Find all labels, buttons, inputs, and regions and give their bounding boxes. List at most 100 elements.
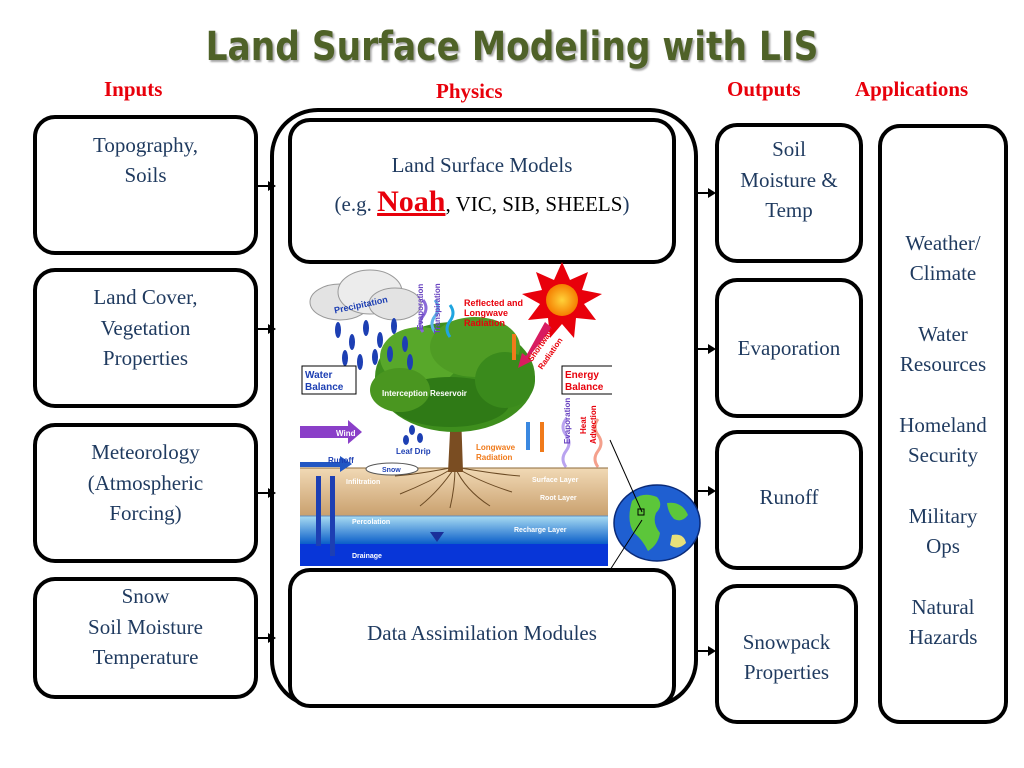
drainage-band bbox=[300, 544, 608, 566]
label-root-layer: Root Layer bbox=[540, 495, 577, 502]
longwave-arrow-2 bbox=[526, 422, 530, 450]
label-reflected-longwave: Longwave bbox=[464, 308, 508, 318]
output-box-runoff: Runoff bbox=[715, 430, 863, 570]
input-line: Temperature bbox=[92, 645, 199, 670]
lsm-box: Land Surface Models (e.g. Noah, VIC, SIB… bbox=[288, 118, 676, 264]
label-transpiration: Transpiration bbox=[433, 283, 442, 334]
header-inputs: Inputs bbox=[104, 77, 163, 101]
label-reflected: Reflected and bbox=[464, 298, 523, 308]
cloud-icon bbox=[309, 269, 422, 321]
input-line: Meteorology bbox=[91, 440, 200, 465]
page-title: Land Surface Modeling with LIS bbox=[205, 24, 819, 70]
input-line: Soils bbox=[124, 163, 167, 187]
label-snow: Snow bbox=[382, 467, 401, 474]
input-line: Vegetation bbox=[100, 315, 191, 340]
label-wind: Wind bbox=[336, 429, 356, 438]
infiltration-arrow bbox=[316, 476, 321, 546]
arrow-output-4 bbox=[698, 646, 716, 656]
label-energy-balance-1: Energy bbox=[565, 370, 599, 381]
input-line: Land Cover, bbox=[93, 285, 198, 310]
arrow-input-4 bbox=[258, 633, 276, 643]
output-line: Evaporation bbox=[737, 335, 841, 360]
lsm-title: Land Surface Models bbox=[391, 153, 573, 178]
da-box: Data Assimilation Modules bbox=[288, 568, 676, 708]
arrow-input-2 bbox=[258, 324, 276, 334]
input-line: (Atmospheric bbox=[87, 470, 204, 495]
arrow-output-2 bbox=[698, 344, 716, 354]
input-line: Forcing) bbox=[109, 501, 182, 526]
input-line: Topography, bbox=[92, 132, 199, 157]
label-runoff: Runoff bbox=[328, 456, 354, 465]
arrow-input-1 bbox=[258, 181, 276, 191]
header-outputs: Outputs bbox=[727, 77, 801, 101]
label-evaporation-2: Evaporation bbox=[563, 398, 572, 444]
noah-label: Noah bbox=[377, 185, 446, 219]
label-percolation: Percolation bbox=[352, 519, 390, 526]
reflected-arrow bbox=[512, 334, 516, 360]
tree-canopy bbox=[370, 317, 535, 432]
header-physics: Physics bbox=[436, 79, 503, 103]
globe-icon bbox=[613, 484, 701, 562]
application-item: Natural Hazards bbox=[908, 594, 978, 649]
soil-layer bbox=[300, 468, 608, 516]
output-box-soil-moisture: Soil Moisture & Temp bbox=[715, 123, 863, 263]
output-line: Properties bbox=[743, 660, 830, 684]
input-box-topography: Topography, Soils bbox=[33, 115, 258, 255]
percolation-arrow bbox=[330, 476, 335, 556]
land-surface-diagram: Precipitation Evaporation Transpiration … bbox=[300, 262, 612, 566]
label-interception: Interception Reservoir bbox=[382, 389, 467, 398]
output-line: Moisture & bbox=[740, 167, 838, 192]
output-line: Snowpack bbox=[742, 629, 831, 654]
arrow-output-3 bbox=[698, 486, 716, 496]
input-box-land-cover: Land Cover, Vegetation Properties bbox=[33, 268, 258, 408]
da-title: Data Assimilation Modules bbox=[367, 620, 597, 645]
application-item: Water Resources bbox=[899, 321, 987, 377]
snow-patch bbox=[365, 462, 419, 476]
label-water-balance-1: Water bbox=[305, 370, 333, 381]
output-line: Runoff bbox=[759, 484, 819, 509]
longwave-arrow bbox=[540, 422, 544, 452]
label-longwave-radiation-2: Radiation bbox=[476, 453, 513, 462]
output-line: Soil bbox=[772, 137, 806, 162]
water-balance-box bbox=[301, 365, 357, 395]
input-line: Snow bbox=[121, 584, 170, 609]
label-surface-layer: Surface Layer bbox=[532, 477, 579, 484]
label-heat-advection: Advection bbox=[589, 405, 598, 444]
wind-arrow bbox=[300, 420, 362, 444]
label-heat: Heat bbox=[579, 416, 588, 434]
label-water-balance-2: Balance bbox=[305, 382, 344, 393]
label-longwave-radiation-1: Longwave bbox=[476, 443, 516, 452]
label-drainage: Drainage bbox=[352, 553, 382, 560]
label-leaf-drip: Leaf Drip bbox=[396, 447, 431, 456]
runoff-arrow bbox=[300, 456, 352, 472]
shortwave-arrow bbox=[518, 322, 552, 368]
input-box-meteorology: Meteorology (Atmospheric Forcing) bbox=[33, 423, 258, 563]
sun-icon bbox=[522, 262, 602, 338]
input-box-snow: Snow Soil Moisture Temperature bbox=[33, 577, 258, 699]
arrow-input-3 bbox=[258, 488, 276, 498]
application-item: Homeland Security bbox=[899, 412, 987, 468]
lsm-examples: (e.g. Noah, VIC, SIB, SHEELS) bbox=[334, 185, 630, 219]
globe-pointer-lines bbox=[609, 439, 643, 571]
output-box-snowpack: Snowpack Properties bbox=[715, 584, 858, 724]
input-line: Soil Moisture bbox=[88, 614, 203, 639]
leaf-drip-drops bbox=[403, 425, 423, 445]
label-recharge-layer: Recharge Layer bbox=[514, 527, 567, 534]
header-applications: Applications bbox=[855, 77, 969, 101]
applications-box: Weather/ Climate Water Resources Homelan… bbox=[878, 124, 1008, 724]
arrow-output-1 bbox=[698, 188, 716, 198]
rain-drops bbox=[335, 318, 413, 370]
application-item: Weather/ Climate bbox=[905, 231, 981, 286]
output-line: Temp bbox=[765, 198, 813, 223]
output-box-evaporation: Evaporation bbox=[715, 278, 863, 418]
water-table-marker bbox=[430, 532, 444, 542]
label-evaporation: Evaporation bbox=[416, 284, 425, 330]
label-reflected-radiation: Radiation bbox=[464, 318, 505, 328]
recharge-layer-band bbox=[300, 516, 608, 544]
vapor-arrows bbox=[418, 299, 603, 468]
label-energy-balance-2: Balance bbox=[565, 382, 604, 393]
energy-balance-box bbox=[561, 365, 612, 395]
label-infiltration: Infiltration bbox=[346, 479, 380, 486]
input-line: Properties bbox=[102, 346, 189, 371]
application-item: Military Ops bbox=[908, 503, 978, 559]
